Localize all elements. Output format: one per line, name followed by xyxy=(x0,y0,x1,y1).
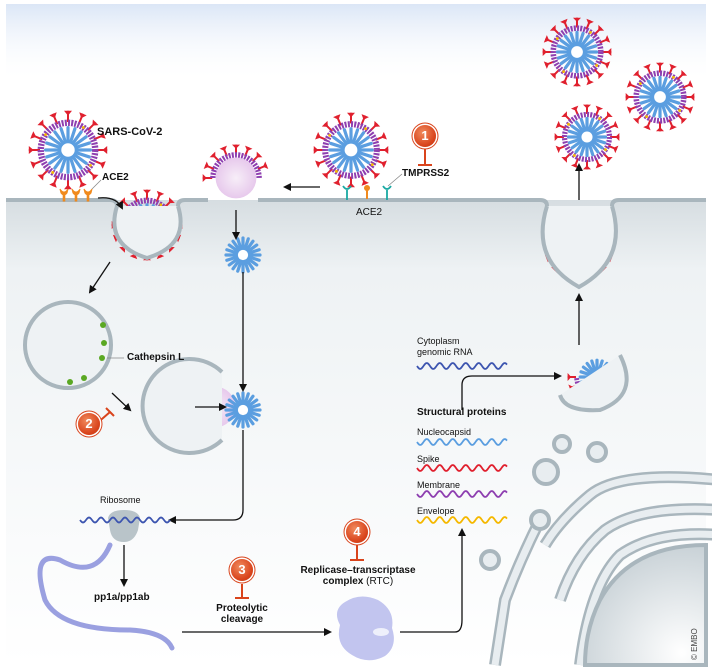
inhibit-bar-3 xyxy=(235,584,249,599)
polyprotein-chain xyxy=(37,542,175,651)
legend-wave-nucleocapsid xyxy=(416,438,508,446)
inhibit-bar-1 xyxy=(418,148,432,166)
legend-label-membrane: Membrane xyxy=(417,480,461,490)
cytoplasm-rna-label: Cytoplasm genomic RNA xyxy=(417,336,473,358)
cathepsin-label: Cathepsin L xyxy=(127,352,185,363)
rtc-label: Replicase–transcriptase complex (RTC) xyxy=(297,565,419,587)
legend-wave-envelope xyxy=(416,516,508,524)
proteolytic-line-2: cleavage xyxy=(220,614,264,625)
arrow-rtc-proteins xyxy=(400,528,466,633)
endoplasmic-reticulum xyxy=(479,434,712,666)
legend-label-spike: Spike xyxy=(417,454,440,464)
ace2-receptor-right xyxy=(364,185,370,199)
inhibitor-badge-4: 4 xyxy=(346,521,368,543)
virus-tmprss2-bound xyxy=(313,112,389,188)
replicase-transcriptase-complex xyxy=(336,596,394,661)
arrow-cathepsin-fusion xyxy=(111,392,132,412)
inhibitor-badge-3: 3 xyxy=(231,559,253,581)
virus-released-1 xyxy=(542,17,612,87)
arrow-to-endosome xyxy=(88,261,111,294)
virus-released-2 xyxy=(625,62,695,132)
nucleocapsid-released-2 xyxy=(224,391,262,429)
legend-label-nucleocapsid: Nucleocapsid xyxy=(417,427,472,437)
ribosome-mrna xyxy=(79,516,171,524)
structural-proteins-header: Structural proteins xyxy=(417,407,507,418)
virus-membrane-fusion xyxy=(202,144,269,199)
ribosome-label: Ribosome xyxy=(100,495,141,505)
inhibit-bar-4 xyxy=(350,545,364,561)
endosome xyxy=(23,300,113,390)
rtc-line-1: Replicase–transcriptase xyxy=(300,565,416,576)
arrow-genome-assembly xyxy=(461,372,562,410)
ace2-label-left: ACE2 xyxy=(102,172,129,183)
ace2-label-right: ACE2 xyxy=(356,207,383,218)
virus-released-3 xyxy=(554,104,620,170)
pathway-arrows xyxy=(88,163,583,636)
rtc-abbrev: (RTC) xyxy=(363,576,394,587)
inhibitor-badge-2: 2 xyxy=(78,413,100,435)
rtc-complex-word: complex xyxy=(322,576,364,587)
cytoplasm-line-2: genomic RNA xyxy=(417,347,473,357)
cathepsin-l-enzymes xyxy=(67,322,107,385)
nucleocapsid-released-1 xyxy=(224,236,262,274)
inhibitor-badge-1: 1 xyxy=(414,125,436,147)
ace2-leader-line xyxy=(91,179,102,190)
ribosome xyxy=(108,510,140,542)
genomic-rna-wave xyxy=(416,362,508,370)
legend-label-envelope: Envelope xyxy=(417,506,455,516)
proteolytic-line-1: Proteolytic xyxy=(216,603,268,614)
virus-label: SARS-CoV-2 xyxy=(97,126,163,138)
endocytic-vesicle-forming xyxy=(112,205,183,261)
proteolytic-label: Proteolytic cleavage xyxy=(212,603,272,625)
arrow-ace2-endocytosis xyxy=(97,197,123,210)
fusing-endosome xyxy=(140,357,224,455)
arrow-to-ribosome xyxy=(168,430,244,524)
nucleus xyxy=(582,542,708,667)
pp1a-label: pp1a/pp1ab xyxy=(94,592,150,603)
legend-wave-membrane xyxy=(416,490,508,498)
rtc-line-2: complex (RTC) xyxy=(297,576,419,587)
cytoplasm-line-1: Cytoplasm xyxy=(417,336,460,346)
tmprss2-label: TMPRSS2 xyxy=(402,168,450,179)
copyright-notice: © EMBO xyxy=(690,628,699,660)
exocytic-vesicle xyxy=(540,205,618,290)
assembly-vesicle xyxy=(558,354,629,413)
legend-wave-spike xyxy=(416,464,508,472)
rtc-pocket xyxy=(373,628,389,636)
tmprss2-receptors xyxy=(342,185,392,200)
ace2-receptors-left xyxy=(59,188,93,202)
virus-extracellular xyxy=(28,110,108,190)
tmprss2-leader-line xyxy=(387,173,403,187)
